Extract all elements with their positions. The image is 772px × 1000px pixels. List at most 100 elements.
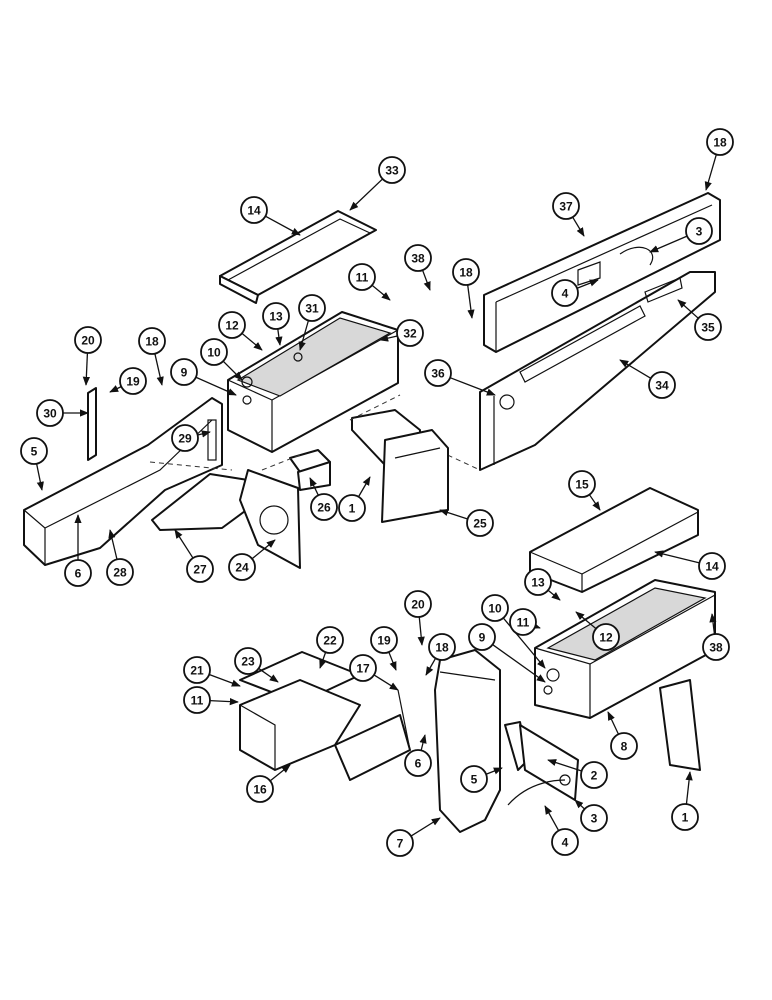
callout-label: 31 xyxy=(305,302,319,316)
callout-circle xyxy=(481,594,509,622)
callout-circle xyxy=(702,633,730,661)
callout-c12b: 12 xyxy=(575,611,620,651)
callout-c7: 7 xyxy=(386,817,441,857)
callout-circle xyxy=(460,765,488,793)
callout-label: 13 xyxy=(531,576,545,590)
callout-leader xyxy=(35,463,44,491)
callout-label: 23 xyxy=(241,655,255,669)
callout-label: 21 xyxy=(190,664,204,678)
callout-c1a: 1 xyxy=(338,476,371,522)
cover-panel-upper xyxy=(219,210,377,304)
callout-label: 1 xyxy=(349,502,356,516)
callout-label: 35 xyxy=(701,321,715,335)
callout-leader xyxy=(410,817,441,837)
callout-circle xyxy=(671,803,699,831)
callout-circle xyxy=(20,437,48,465)
callout-label: 4 xyxy=(562,836,569,850)
callout-label: 6 xyxy=(75,567,82,581)
callout-label: 10 xyxy=(488,602,502,616)
callout-c6a: 6 xyxy=(64,514,92,587)
callout-label: 22 xyxy=(323,634,337,648)
callout-c5a: 5 xyxy=(20,437,48,491)
callout-circle xyxy=(200,338,228,366)
callout-c18a: 18 xyxy=(704,128,734,191)
callout-circle xyxy=(568,470,596,498)
callout-label: 19 xyxy=(126,375,140,389)
callout-label: 3 xyxy=(696,225,703,239)
callout-c34: 34 xyxy=(619,359,676,399)
callout-circle xyxy=(370,626,398,654)
callout-leader xyxy=(439,509,468,520)
callout-circle xyxy=(468,623,496,651)
callout-label: 20 xyxy=(81,334,95,348)
callout-label: 18 xyxy=(713,136,727,150)
callout-leader xyxy=(251,539,276,560)
cover-panel-lower xyxy=(529,487,699,593)
callout-c28: 28 xyxy=(106,529,134,586)
callout-c22: 22 xyxy=(316,626,344,669)
callout-circle xyxy=(298,294,326,322)
callout-label: 24 xyxy=(235,561,249,575)
callout-c17: 17 xyxy=(349,654,399,691)
callout-label: 37 xyxy=(559,200,573,214)
callout-leader xyxy=(425,657,437,676)
callout-leader xyxy=(547,759,582,772)
callout-label: 36 xyxy=(431,367,445,381)
callout-label: 11 xyxy=(517,616,530,630)
callout-label: 33 xyxy=(385,164,399,178)
callout-leader xyxy=(388,651,397,671)
callout-label: 28 xyxy=(113,566,127,580)
callout-c38b: 38 xyxy=(702,613,730,661)
callout-circle xyxy=(240,196,268,224)
callout-c14a: 14 xyxy=(240,196,301,236)
callout-leader xyxy=(574,799,586,810)
callout-label: 16 xyxy=(253,783,267,797)
callout-leader xyxy=(709,613,717,635)
callout-leader xyxy=(649,235,688,253)
callout-c6b: 6 xyxy=(404,734,432,777)
callout-leader xyxy=(269,764,291,782)
callout-c19a: 19 xyxy=(109,367,147,395)
callout-label: 15 xyxy=(575,478,589,492)
callout-circle xyxy=(183,656,211,684)
callout-label: 27 xyxy=(193,563,207,577)
callout-leader xyxy=(654,550,700,564)
callout-leader xyxy=(298,320,310,351)
callout-label: 5 xyxy=(31,445,38,459)
cable-3-4 xyxy=(507,774,571,806)
callout-leader xyxy=(319,652,327,669)
callout-circle xyxy=(424,359,452,387)
callout-leader xyxy=(357,476,371,498)
callout-c19b: 19 xyxy=(370,626,398,671)
callout-c10a: 10 xyxy=(200,338,243,381)
callout-leader xyxy=(677,299,699,319)
callout-c4a: 4 xyxy=(551,279,599,307)
callout-c37: 37 xyxy=(552,192,585,237)
callout-c11c: 11 xyxy=(183,686,239,714)
callout-leader xyxy=(208,673,241,687)
callout-label: 10 xyxy=(207,346,221,360)
callout-circle xyxy=(218,311,246,339)
callout-label: 38 xyxy=(709,641,723,655)
callout-label: 7 xyxy=(397,837,404,851)
callout-circle xyxy=(404,749,432,777)
callout-label: 25 xyxy=(473,517,487,531)
callout-label: 34 xyxy=(655,379,669,393)
callout-circle xyxy=(170,358,198,386)
callout-circle xyxy=(138,327,166,355)
callout-circle xyxy=(580,761,608,789)
callout-label: 18 xyxy=(459,266,473,280)
callout-c5b: 5 xyxy=(460,765,503,793)
callout-c20b: 20 xyxy=(404,590,432,646)
battery-box-upper xyxy=(227,311,399,453)
callout-c21: 21 xyxy=(183,656,241,687)
callout-label: 3 xyxy=(591,812,598,826)
callout-c20a: 20 xyxy=(74,326,102,386)
callout-c9b: 9 xyxy=(468,623,546,683)
callout-c11b: 11 xyxy=(509,608,541,636)
callout-label: 9 xyxy=(479,631,486,645)
callout-label: 26 xyxy=(317,501,331,515)
callout-circle xyxy=(610,732,638,760)
callout-c31: 31 xyxy=(298,294,326,351)
callout-label: 14 xyxy=(247,204,261,218)
